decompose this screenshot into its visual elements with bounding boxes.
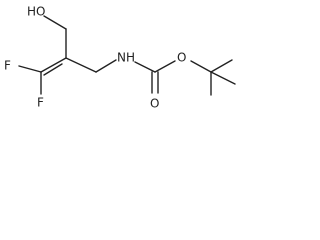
bond-o-tbu — [190, 60, 212, 73]
atom-label-carbamate-oxygen: O — [177, 51, 186, 65]
bond-c2-ch2 — [65, 57, 97, 73]
atom-label-hydroxyl: HO — [27, 5, 45, 19]
bond-c2-c1-double — [43, 63, 63, 76]
bond-tbu-methyl-right — [210, 71, 236, 85]
atom-label-amine: NH — [117, 51, 135, 65]
chemical-structure: HO F F NH O O — [4, 5, 236, 111]
atom-label-fluorine-bottom: F — [37, 96, 44, 110]
bond-c2-c1-single — [40, 57, 67, 73]
bond-ch2-nh — [95, 59, 117, 73]
bond-c1-f-top — [18, 65, 42, 73]
bond-nh-carbonyl — [134, 61, 156, 73]
bond-oh-ch2 — [43, 15, 67, 30]
bond-carbonyl-o-ester — [154, 60, 176, 73]
atom-label-fluorine-top: F — [4, 59, 11, 73]
atom-label-carbonyl-oxygen: O — [150, 97, 159, 111]
bond-tbu-methyl-up — [210, 59, 233, 73]
